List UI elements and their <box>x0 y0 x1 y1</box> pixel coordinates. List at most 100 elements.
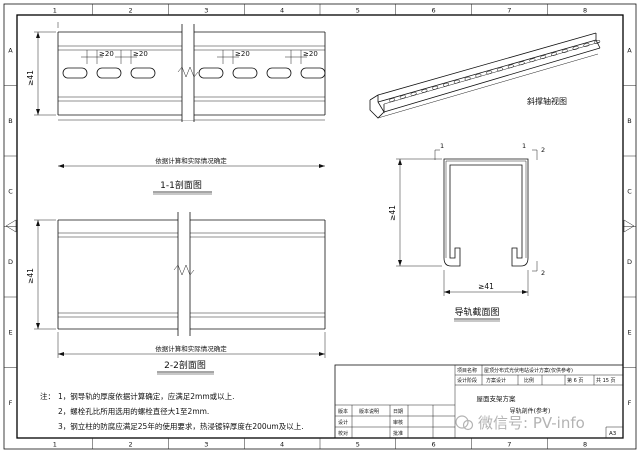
iso-hole <box>497 67 503 72</box>
zone-grid <box>4 4 636 449</box>
mounting-slot <box>266 67 292 79</box>
iso-hole <box>529 58 536 63</box>
zone-row-right: E <box>627 328 631 336</box>
iso-hole <box>399 95 406 99</box>
project-name: 屋顶分布式光伏电站设计方案(仅供参考) <box>484 367 573 374</box>
zone-row-right: F <box>628 399 632 407</box>
zone-col-top: 6 <box>432 7 436 15</box>
design-label: 设计 <box>338 419 348 426</box>
zone-col-top: 2 <box>129 7 133 15</box>
project-label: 项目名称 <box>457 367 477 374</box>
iso-hole <box>572 46 579 50</box>
title-block: 项目名称 屋顶分布式光伏电站设计方案(仅供参考) 设计阶段 方案设计 比例 第 … <box>334 364 624 439</box>
profile-title: 导轨截面图 <box>454 306 499 318</box>
iso-hole <box>389 98 395 102</box>
zone-col-top: 7 <box>507 7 511 15</box>
mounting-slot <box>130 67 156 79</box>
sheet-index: 第 6 页 <box>567 377 583 384</box>
slot-pitch-dims: ≥20 ≥20 ≥20 ≥20 <box>81 50 318 64</box>
section1-length-note: 依据计算和实际情况确定 <box>155 156 227 165</box>
center-mark-right <box>623 219 635 233</box>
iso-hole <box>432 85 439 90</box>
watermark-text: 微信号: PV-info <box>478 414 585 432</box>
drawing-sub-title: 导轨剖件(参考) <box>510 407 551 415</box>
profile-height-dim: ≥41 <box>388 205 397 221</box>
wechat-icon <box>455 415 469 429</box>
check-label: 校对 <box>338 430 348 437</box>
slot-pitch-dim: ≥20 <box>235 50 250 58</box>
stage-value: 方案设计 <box>486 377 506 384</box>
zone-row-right: C <box>627 187 632 195</box>
isometric-rail-view: 斜撑轴视图 <box>369 32 601 119</box>
iso-hole <box>551 52 557 56</box>
zone-row-right: D <box>627 258 632 266</box>
notes-lead: 注： <box>40 391 55 401</box>
stage-label: 设计阶段 <box>457 377 477 384</box>
slot-pitch-dim: ≥20 <box>303 50 318 58</box>
channel-outline <box>443 158 529 267</box>
section-2-view: ≥41 依据计算和实际情况确定 2-2剖面图 <box>26 212 326 375</box>
version-label: 版本 <box>338 408 348 415</box>
iso-hole <box>464 76 471 81</box>
slot-pitch-dim: ≥20 <box>133 50 148 58</box>
iso-hole <box>507 64 514 69</box>
unit-label: 比例 <box>524 377 534 384</box>
review-label: 审核 <box>393 419 403 426</box>
zone-col-top: 1 <box>53 7 57 15</box>
center-mark-left <box>5 219 17 233</box>
zone-col-bottom: 3 <box>204 441 208 449</box>
iso-hole <box>410 92 417 96</box>
cut-label-2a: 2 <box>541 146 545 154</box>
iso-hole <box>561 49 568 53</box>
iso-hole <box>486 70 493 75</box>
zone-row-left: E <box>8 328 12 336</box>
drawing-main-title: 屋面支架方案 <box>477 394 517 403</box>
section-1-view: ≥20 ≥20 ≥20 ≥20 ≥41 依据计算和实际情况确定 1-1剖面图 <box>26 22 326 195</box>
zone-col-bottom: 1 <box>53 441 57 449</box>
mounting-slot <box>198 67 224 79</box>
profile-width-dim: ≥41 <box>478 282 494 291</box>
section2-length-note: 依据计算和实际情况确定 <box>155 344 227 353</box>
zone-row-left: D <box>8 258 13 266</box>
inner-border <box>16 14 624 439</box>
mounting-slot <box>232 67 258 79</box>
iso-hole <box>453 79 460 84</box>
zone-col-top: 8 <box>583 7 587 15</box>
zone-row-right: B <box>627 117 631 125</box>
rail-profile-view: 1 1 2 2 ≥41 ≥41 导轨截面图 <box>388 142 545 322</box>
cut-label-1a: 1 <box>440 142 444 150</box>
cut-label-2b: 2 <box>541 269 545 277</box>
sheet-total: 共 15 页 <box>596 377 616 384</box>
watermark: 微信号: PV-info <box>455 414 585 432</box>
mounting-slot <box>62 67 88 79</box>
zone-col-bottom: 5 <box>356 441 360 449</box>
iso-hole <box>594 40 601 44</box>
zone-col-bottom: 2 <box>129 441 133 449</box>
zone-row-left: A <box>8 46 13 54</box>
iso-hole <box>421 89 428 93</box>
version-value: 版本说明 <box>359 408 379 415</box>
iso-hole-row <box>389 40 601 102</box>
iso-hole <box>583 43 590 47</box>
section1-height-dim: ≥41 <box>26 70 35 86</box>
note-3: 3，钢立柱的防腐应满足25年的使用要求，热浸镀锌厚度在200um及以上. <box>58 421 304 431</box>
zone-col-bottom: 8 <box>583 441 587 449</box>
zone-row-right: A <box>627 46 632 54</box>
mounting-slot <box>96 67 122 79</box>
mounting-slot <box>300 67 326 79</box>
zone-row-left: B <box>8 117 12 125</box>
zone-col-bottom: 7 <box>507 441 511 449</box>
slot-pitch-dim: ≥20 <box>99 50 114 58</box>
isometric-title: 斜撑轴视图 <box>527 96 567 106</box>
section1-title: 1-1剖面图 <box>160 179 202 191</box>
iso-hole <box>540 55 547 59</box>
zone-row-left: C <box>8 187 13 195</box>
note-2: 2，螺栓孔比所用选用的螺栓直径大1至2mm. <box>58 406 209 416</box>
slot-row <box>62 67 326 79</box>
zone-col-top: 3 <box>204 7 208 15</box>
note-1: 1，钢导轨的厚度依据计算确定，应满足2mm或以上. <box>58 391 235 401</box>
zone-row-left: F <box>9 399 13 407</box>
